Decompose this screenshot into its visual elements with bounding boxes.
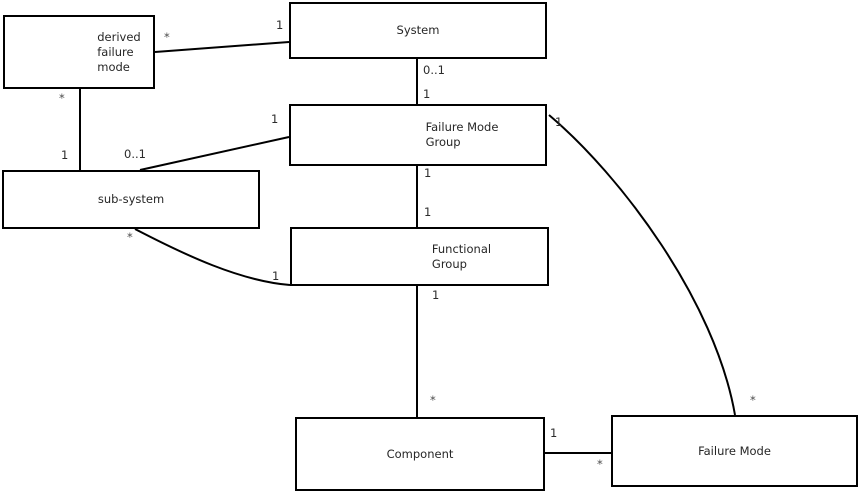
association-failure-mode-group--sub-system (139, 136, 290, 171)
class-name-functional-group: Functional Group (431, 241, 492, 271)
class-name-system: System (396, 23, 440, 37)
multiplicity-label-mult-fm-fmg-star: * (750, 393, 756, 407)
multiplicity-label-mult-fg-subsystem-one: 1 (272, 269, 280, 283)
class-name-component: Component (386, 446, 454, 461)
association-derived-failure-mode--system (154, 41, 290, 53)
multiplicity-label-mult-fg-fmg-one: 1 (424, 205, 432, 219)
multiplicity-label-mult-subsystem-dfm-one: 1 (61, 148, 69, 162)
class-box-derived-failure-mode[interactable]: derived failure mode (3, 15, 155, 89)
multiplicity-label-mult-system-dfm-one: 1 (276, 18, 284, 32)
multiplicity-label-mult-dfm-system-star: * (164, 30, 170, 44)
multiplicity-label-mult-fg-component-one: 1 (432, 288, 440, 302)
association-sub-system--functional-group (134, 228, 291, 286)
multiplicity-label-mult-component-fm-one: 1 (550, 426, 558, 440)
multiplicity-label-mult-fmg-fg-one: 1 (424, 166, 432, 180)
multiplicity-label-mult-fm-component-star: * (597, 457, 603, 471)
class-box-sub-system[interactable]: sub-system (2, 170, 260, 229)
association-failure-mode-group--failure-mode (548, 114, 736, 416)
class-box-functional-group[interactable]: Functional Group (290, 227, 549, 286)
class-box-failure-mode[interactable]: Failure Mode (611, 415, 858, 487)
multiplicity-label-mult-component-fg-star: * (430, 393, 436, 407)
multiplicity-label-mult-fmg-subsystem-one: 1 (271, 112, 279, 126)
class-name-sub-system: sub-system (97, 192, 165, 206)
multiplicity-label-mult-fmg-system-one: 1 (423, 87, 431, 101)
class-box-failure-mode-group[interactable]: Failure Mode Group (289, 104, 547, 166)
class-box-component[interactable]: Component (295, 417, 545, 491)
multiplicity-label-mult-subsystem-fg-star: * (127, 230, 133, 244)
class-name-failure-mode-group: Failure Mode Group (425, 120, 499, 149)
class-name-derived-failure-mode: derived failure mode (97, 29, 141, 74)
multiplicity-label-mult-fmg-fm-one: 1 (555, 115, 563, 129)
multiplicity-label-mult-dfm-subsystem-star: * (59, 91, 65, 105)
multiplicity-label-mult-system-fmg-zeroone: 0..1 (423, 63, 445, 77)
multiplicity-label-mult-subsystem-fmg-zeroone: 0..1 (124, 147, 146, 161)
class-name-failure-mode: Failure Mode (698, 443, 771, 458)
class-box-system[interactable]: System (289, 2, 547, 59)
